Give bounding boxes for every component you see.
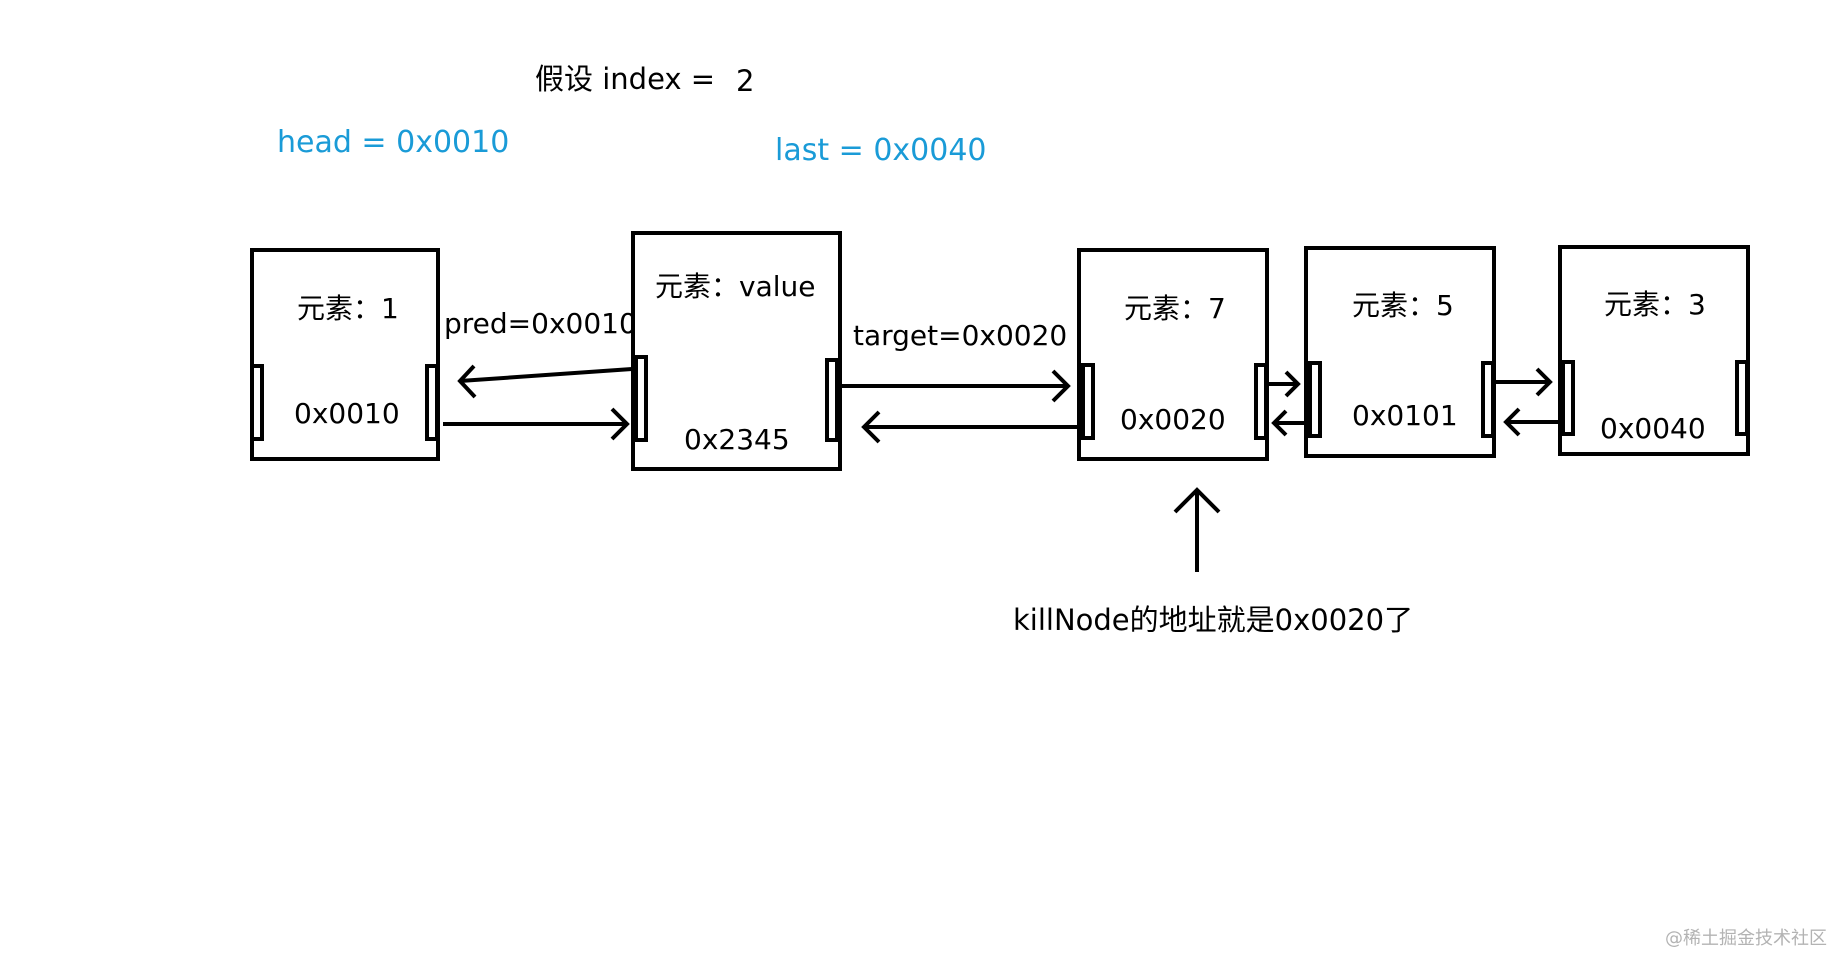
prev-pointer-slot bbox=[1561, 360, 1575, 436]
next-pointer-slot bbox=[1254, 363, 1268, 440]
node-element-label: 元素：3 bbox=[1604, 288, 1706, 321]
node-element-label: 元素：7 bbox=[1124, 292, 1226, 325]
next-pointer-slot bbox=[825, 358, 839, 442]
node-element-label: 元素：1 bbox=[297, 292, 399, 325]
prev-pointer-slot bbox=[250, 364, 264, 441]
prev-pointer-slot bbox=[1081, 363, 1095, 440]
node-address-label: 0x0020 bbox=[1120, 403, 1226, 436]
node-box bbox=[631, 231, 842, 471]
node-address-label: 0x0010 bbox=[294, 397, 400, 430]
arrow-node5-to-node4-prev bbox=[1503, 407, 1560, 437]
index-assumption-text: 假设 index = bbox=[535, 62, 715, 96]
target-edge-label: target=0x0020 bbox=[853, 319, 1067, 352]
node-box bbox=[1077, 248, 1269, 461]
node-address-label: 0x0101 bbox=[1352, 399, 1458, 432]
last-label: last = 0x0040 bbox=[775, 133, 987, 168]
prev-pointer-slot bbox=[1308, 361, 1322, 438]
next-pointer-slot bbox=[1481, 361, 1495, 438]
next-pointer-slot bbox=[1735, 360, 1749, 436]
node-address-label: 0x2345 bbox=[684, 423, 790, 456]
list-node-1: 元素：1 0x0010 bbox=[250, 248, 440, 461]
pred-edge-label: pred=0x0010 bbox=[444, 307, 637, 340]
list-node-2: 元素：value 0x2345 bbox=[631, 231, 842, 471]
arrow-node2-to-node3-next bbox=[842, 369, 1071, 403]
node-box bbox=[250, 248, 440, 461]
next-pointer-slot bbox=[425, 364, 439, 441]
watermark: @稀土掘金技术社区 bbox=[1665, 928, 1827, 949]
node-address-label: 0x0040 bbox=[1600, 412, 1706, 445]
node-box bbox=[1304, 246, 1496, 458]
arrow-node4-to-node3-prev bbox=[1271, 409, 1308, 437]
head-label: head = 0x0010 bbox=[277, 125, 509, 160]
node-element-label: 元素：5 bbox=[1352, 289, 1454, 322]
node-box bbox=[1558, 245, 1750, 456]
list-node-5: 元素：3 0x0040 bbox=[1558, 245, 1750, 456]
list-node-3: 元素：7 0x0020 bbox=[1077, 248, 1269, 461]
node-element-label: 元素：value bbox=[655, 270, 815, 303]
arrow-node3-to-node4-next bbox=[1268, 370, 1301, 398]
kill-node-pointer-arrow bbox=[1173, 487, 1221, 572]
arrow-node1-to-node2-next bbox=[443, 407, 630, 441]
list-node-4: 元素：5 0x0101 bbox=[1304, 246, 1496, 458]
index-value: 2 bbox=[736, 64, 754, 98]
arrow-node3-to-node2-prev bbox=[861, 410, 1078, 444]
prev-pointer-slot bbox=[634, 355, 648, 442]
kill-node-annotation: killNode的地址就是0x0020了 bbox=[1013, 603, 1413, 637]
arrow-node2-to-node1-prev bbox=[457, 364, 633, 399]
arrow-node4-to-node5-next bbox=[1494, 367, 1553, 397]
